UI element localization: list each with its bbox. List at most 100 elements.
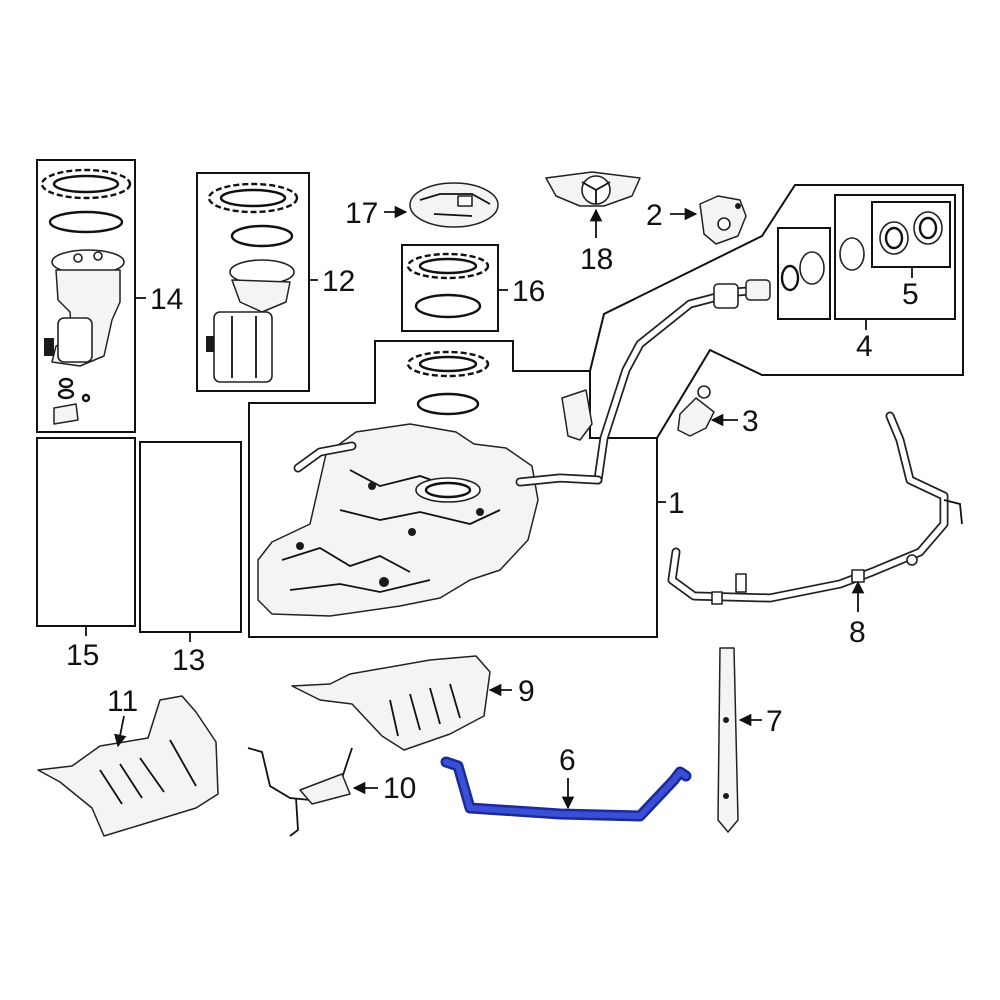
o-ring-c: [81, 393, 91, 403]
tank-vent-hose-inner: [295, 443, 355, 471]
pump-connector: [44, 338, 54, 356]
group-callouts: 14 12 16 17 18 2 5 4 3 1 8 7 9 6 10 11 1…: [66, 197, 919, 805]
strap-7-body: [717, 647, 739, 833]
lock-ring-inner: [52, 174, 120, 194]
o-ring-b: [57, 388, 75, 400]
callout-8: 8: [849, 616, 866, 649]
shield-11-ribs: [99, 739, 197, 805]
pump-connector: [206, 336, 214, 352]
tank-lock-ring-inner: [418, 355, 478, 373]
callout-18: 18: [580, 243, 613, 276]
group-leaders: [85, 205, 913, 810]
pump-nipple-1: [73, 253, 83, 263]
tank-pump-opening-inner: [424, 481, 472, 499]
tank-boss-3: [476, 508, 484, 516]
fuel-line-clip-4: [906, 554, 918, 566]
fitting-body: [677, 397, 715, 437]
pump-canister: [57, 317, 93, 363]
callout-9: 9: [518, 675, 535, 708]
cover-plate: [409, 182, 499, 228]
strap-7-hole: [723, 793, 729, 799]
cover-tab: [457, 195, 473, 207]
filler-bracket: [561, 389, 593, 441]
part-3-fitting: [677, 385, 715, 437]
tank-gasket: [416, 392, 480, 416]
callout-14: 14: [150, 283, 183, 316]
callout-5: 5: [902, 278, 919, 311]
frame-16: [401, 244, 499, 332]
gasket: [48, 210, 124, 234]
filler-ring-3: [839, 237, 865, 271]
shield-9-ribs: [389, 683, 461, 737]
callout-10: 10: [383, 772, 416, 805]
fuel-line-tube-inner: [669, 413, 947, 601]
callout-11: 11: [107, 685, 138, 718]
part-9-heat-shield: [291, 655, 491, 751]
gasket: [414, 293, 482, 319]
fitting-cap: [697, 385, 711, 399]
filler-neck-tube-inner: [595, 287, 765, 483]
tank-boss-4: [368, 482, 376, 490]
filler-clamp: [745, 279, 771, 301]
bracket-10-plate: [299, 773, 351, 805]
callout-15: 15: [66, 639, 99, 672]
fuel-line-clip-1: [711, 591, 723, 605]
part-17-cover: [409, 182, 499, 228]
frame-12: [196, 172, 310, 392]
lock-ring-inner: [219, 188, 287, 208]
part-2-valve: [699, 195, 747, 245]
frame-5: [834, 194, 956, 320]
gasket: [230, 224, 294, 248]
part-18-bracket: [545, 171, 641, 207]
callout-2: 2: [646, 199, 663, 232]
fuel-line-branch: [943, 499, 963, 525]
filter-clip: [53, 403, 79, 425]
part-16-gasket-set: [406, 252, 490, 319]
part-12-fuel-pump: [206, 182, 299, 383]
tank-filler-hose-inner: [517, 475, 601, 485]
callout-7: 7: [766, 705, 783, 738]
frame-4: [512, 184, 964, 439]
filler-ring-1: [799, 251, 825, 285]
callout-4: 4: [856, 330, 873, 363]
bracket-10-foot: [289, 797, 299, 837]
cover-detail: [419, 193, 491, 217]
seal-ring-b-inner: [918, 216, 938, 240]
fuel-line-clip-3: [851, 569, 865, 583]
strap-6-body-inner[interactable]: [443, 759, 689, 819]
valve-screw: [735, 203, 741, 209]
part-8-fuel-line: [667, 411, 963, 605]
fuel-line-clip-2: [735, 573, 747, 593]
seal-ring-a-inner: [884, 226, 904, 250]
pump-body: [231, 279, 291, 313]
part-7-strap: [717, 647, 739, 833]
part-4-filler-neck: [561, 237, 865, 485]
lock-ring-inner: [418, 257, 478, 275]
part-5-seal: [879, 211, 943, 255]
callout-17: 17: [345, 197, 378, 230]
callout-13: 13: [172, 644, 205, 677]
o-ring-a: [58, 377, 74, 389]
frame-13: [139, 441, 242, 633]
tank-ridges: [281, 469, 501, 593]
bracket-spokes: [581, 181, 611, 204]
part-14-fuel-pump-assembly: [40, 168, 132, 425]
filler-ring-2: [780, 264, 800, 292]
frame-5-inner: [871, 201, 951, 268]
frame-15: [36, 437, 136, 627]
valve-port: [717, 217, 731, 231]
pump-nipple-2: [93, 251, 103, 261]
callout-12: 12: [322, 265, 355, 298]
callout-16: 16: [512, 275, 545, 308]
part-6-tank-strap-highlighted[interactable]: [440, 756, 692, 822]
callout-1: 1: [668, 487, 685, 520]
frame-14: [36, 159, 136, 433]
leader-11: [114, 715, 127, 748]
callout-6: 6: [559, 744, 576, 777]
bracket-10-body: [247, 747, 353, 801]
callout-3: 3: [742, 405, 759, 438]
pump-canister: [213, 311, 273, 383]
filler-neck-head: [713, 283, 739, 309]
tank-boss-1: [379, 577, 389, 587]
